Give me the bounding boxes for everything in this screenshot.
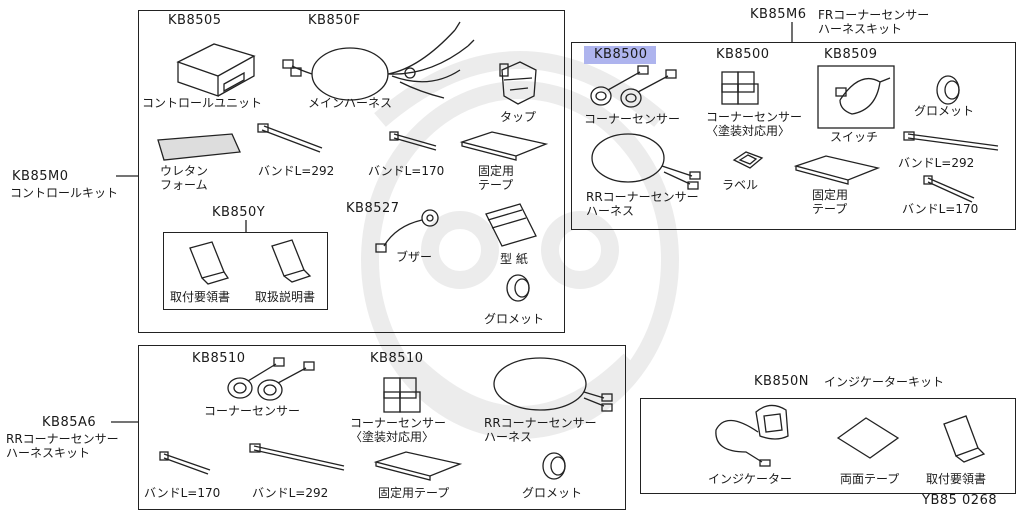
docs-set-box bbox=[163, 232, 328, 310]
fr-fixing-tape-name: 固定用 テープ bbox=[812, 188, 849, 216]
tap-drawing bbox=[499, 61, 537, 105]
rr-corner-sensor-paint-code: KB8510 bbox=[370, 351, 424, 366]
label-name: ラベル bbox=[722, 178, 759, 192]
buzzer-name: ブザー bbox=[396, 250, 433, 264]
switch-code: KB8509 bbox=[824, 47, 878, 62]
template-drawing bbox=[485, 203, 537, 247]
rr-corner-sensor-paint-name: コーナーセンサー 〈塗装対応用〉 bbox=[350, 416, 447, 444]
control-kit-name: コントロールキット bbox=[10, 186, 119, 200]
fr-band-170-drawing bbox=[923, 175, 975, 203]
control-unit-name: コントロールユニット bbox=[142, 96, 263, 110]
control-kit-box bbox=[138, 10, 565, 333]
indicator-guide-name: 取付要領書 bbox=[926, 472, 987, 486]
rr-corner-sensor-drawing bbox=[227, 357, 315, 401]
grommet-name: グロメット bbox=[484, 312, 545, 326]
rr-band-292-name: バンドL=292 bbox=[252, 486, 329, 500]
rr-harness-kit-code: KB85A6 bbox=[42, 415, 97, 430]
fr-harness-kit-code: KB85M6 bbox=[750, 7, 807, 22]
control-kit-code: KB85M0 bbox=[12, 169, 69, 184]
fr-corner-sensor-paint-name: コーナーセンサー 〈塗装対応用〉 bbox=[706, 110, 803, 138]
indicator-kit-name: インジケーターキット bbox=[824, 375, 945, 389]
install-guide-drawing bbox=[189, 241, 230, 285]
band-170-name: バンドL=170 bbox=[368, 164, 445, 178]
switch-name: スイッチ bbox=[830, 130, 879, 144]
control-unit-drawing bbox=[176, 43, 256, 97]
fr-corner-sensor-paint-drawing bbox=[721, 71, 759, 105]
fr-corner-sensor-name: コーナーセンサー bbox=[584, 112, 681, 126]
double-tape-drawing bbox=[836, 417, 900, 459]
rr-grommet-name: グロメット bbox=[522, 486, 583, 500]
buzzer-drawing bbox=[375, 209, 439, 253]
band-292-drawing bbox=[257, 123, 323, 153]
indicator-kit-code: KB850N bbox=[754, 374, 809, 389]
label-drawing bbox=[732, 151, 764, 169]
rr-band-292-drawing bbox=[249, 443, 345, 471]
grommet-drawing bbox=[506, 274, 530, 302]
rr-corner-sensor-name: コーナーセンサー bbox=[204, 404, 301, 418]
fr-harness-kit-name: FRコーナーセンサー ハーネスキット bbox=[818, 8, 930, 36]
fixing-tape-name: 固定用 テープ bbox=[478, 164, 515, 192]
indicator-kit-box bbox=[640, 398, 1016, 494]
rr-band-170-drawing bbox=[159, 451, 211, 475]
fr-corner-sensor-paint-code: KB8500 bbox=[716, 47, 770, 62]
rr-grommet-drawing bbox=[542, 452, 566, 480]
fixing-tape-drawing bbox=[459, 131, 549, 161]
buzzer-code: KB8527 bbox=[346, 201, 400, 216]
fr-grommet-drawing bbox=[936, 75, 960, 105]
rr-fixing-tape-name: 固定用テープ bbox=[378, 486, 450, 500]
main-harness-name: メインハーネス bbox=[308, 96, 393, 110]
docs-set-code: KB850Y bbox=[212, 205, 266, 220]
fr-corner-sensor-drawing bbox=[590, 65, 677, 108]
fr-fixing-tape-drawing bbox=[793, 155, 881, 185]
fr-rr-harness-drawing bbox=[591, 133, 701, 190]
main-harness-code: KB850F bbox=[308, 13, 361, 28]
urethane-foam-name: ウレタン フォーム bbox=[160, 164, 209, 192]
indicator-name: インジケーター bbox=[708, 472, 793, 486]
rr-corner-sensor-paint-drawing bbox=[383, 377, 421, 413]
band-170-drawing bbox=[389, 131, 437, 151]
rr-harness-name: RRコーナーセンサー ハーネス bbox=[484, 416, 597, 444]
manual-drawing bbox=[271, 239, 312, 283]
main-harness-drawing bbox=[282, 21, 475, 101]
template-name: 型 紙 bbox=[500, 252, 528, 266]
tap-name: タップ bbox=[500, 110, 537, 124]
indicator-guide-drawing bbox=[943, 415, 986, 463]
fr-band-292-drawing bbox=[903, 131, 999, 151]
highlight-marker bbox=[584, 46, 656, 64]
urethane-foam-drawing bbox=[157, 133, 241, 161]
band-292-name: バンドL=292 bbox=[258, 164, 335, 178]
fr-harness-kit-box bbox=[571, 42, 1016, 230]
diagram-id: YB85 0268 bbox=[922, 493, 998, 508]
fr-band-292-name: バンドL=292 bbox=[898, 156, 975, 170]
indicator-drawing bbox=[715, 404, 789, 467]
manual-name: 取扱説明書 bbox=[255, 290, 316, 304]
rr-band-170-name: バンドL=170 bbox=[144, 486, 221, 500]
fr-band-170-name: バンドL=170 bbox=[902, 202, 979, 216]
rr-harness-drawing bbox=[493, 357, 613, 412]
rr-corner-sensor-code: KB8510 bbox=[192, 351, 246, 366]
fr-grommet-name: グロメット bbox=[914, 104, 975, 118]
fr-rr-harness-name: RRコーナーセンサー ハーネス bbox=[586, 190, 699, 218]
install-guide-name: 取付要領書 bbox=[170, 290, 231, 304]
fr-corner-sensor-code: KB8500 bbox=[594, 47, 648, 62]
control-unit-code: KB8505 bbox=[168, 13, 222, 28]
double-tape-name: 両面テープ bbox=[840, 472, 900, 486]
switch-drawing bbox=[817, 65, 895, 129]
rr-fixing-tape-drawing bbox=[373, 451, 463, 481]
rr-harness-kit-name: RRコーナーセンサー ハーネスキット bbox=[6, 432, 119, 460]
